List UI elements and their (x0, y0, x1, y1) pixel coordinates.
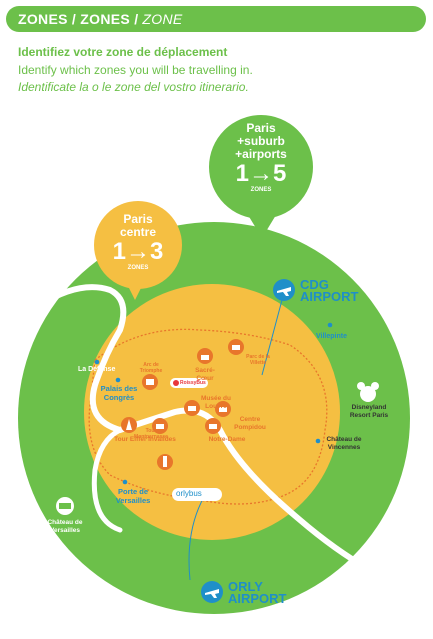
label-la-defense: La Défense (78, 366, 116, 373)
la-defense-dot (94, 359, 100, 365)
label-pompidou: Centre Pompidou (234, 416, 266, 431)
label-villette: Parc de la Villette (246, 354, 270, 366)
bubble-outer-line1: Paris (246, 121, 276, 135)
bubble-outer-text: Paris +suburb +airports 1→5 ZONES (209, 122, 313, 194)
label-disneyland: Disneyland Resort Paris (349, 404, 389, 419)
subtitle-fr: Identifiez votre zone de déplacement (18, 45, 228, 59)
cdg-label: CDG AIRPORT (300, 277, 359, 304)
bubble-outer (209, 115, 313, 219)
cdg-link (261, 299, 283, 376)
disneyland-icon (360, 386, 376, 402)
cdg-line1: CDG (300, 277, 329, 292)
label-porte-versailles: Porte de Versailles (115, 487, 151, 505)
monument-glyphs (126, 345, 240, 467)
label-sacre-coeur: Sacré-Cœur (195, 367, 215, 382)
orlybus-badge (172, 488, 222, 501)
bubble-centre-line2: centre (119, 225, 157, 239)
orly-label: ORLY AIRPORT (228, 579, 287, 606)
label-eiffel: Tour Eiffel (114, 436, 146, 443)
label-montparnasse: Tour Montparnasse (134, 428, 168, 440)
title-banner: ZONES / ZONES / ZONE (6, 6, 426, 32)
bubble-centre (94, 201, 182, 289)
bubble-centre-text: Paris centre 1→3 ZONES (94, 213, 182, 272)
orly-line1: ORLY (228, 579, 263, 594)
bubble-outer-line3: +airports (235, 147, 287, 161)
seine-branch (91, 427, 123, 533)
label-arc: Arc de Triomphe (139, 362, 163, 374)
label-palais: Palais des Congrès (100, 384, 138, 402)
label-chateau-versailles: Château de Versailles (47, 519, 83, 534)
bubble-centre-line1: Paris (123, 212, 153, 226)
title-main: ZONES / ZONES / (18, 11, 139, 27)
bubble-centre-zones-word: ZONES (127, 265, 149, 271)
vincennes-dot (315, 438, 321, 444)
roissybus-logo (173, 380, 179, 386)
subtitle-it: Identificate la o le zone del vostro iti… (18, 80, 249, 94)
title-italic: ZONE (142, 11, 183, 27)
label-villepinte: Villepinte (316, 333, 347, 340)
bubble-outer-tail (248, 215, 276, 238)
bubble-outer-zones-word: ZONES (250, 187, 272, 193)
cdg-line2: AIRPORT (300, 289, 359, 304)
orly-plane-glyph (205, 589, 219, 598)
orlybus-label: orlybus (176, 489, 202, 498)
label-louvre: Musée du Louvre (201, 395, 231, 410)
bubble-outer-line2: +suburb (237, 134, 285, 148)
label-notre-dame: Notre-Dame (208, 436, 246, 443)
villepinte-dot (327, 322, 333, 328)
orly-link (188, 494, 206, 581)
orly-line2: AIRPORT (228, 591, 287, 606)
roissybus-label: RoissyBus (180, 380, 206, 386)
cdg-plane-glyph (277, 287, 291, 296)
zone-centre-circle (84, 284, 340, 540)
porte-versailles-dot (122, 479, 128, 485)
roissybus-badge (170, 378, 208, 388)
label-vincennes: Château de Vincennes (326, 436, 362, 451)
bubble-outer-zones: 1→5 (235, 160, 287, 187)
paris-boundary (88, 328, 328, 505)
palais-dot (115, 377, 121, 383)
subtitle-en: Identify which zones you will be travell… (18, 63, 253, 77)
bubble-centre-zones: 1→3 (112, 238, 164, 265)
label-invalides: Invalides (148, 436, 176, 443)
